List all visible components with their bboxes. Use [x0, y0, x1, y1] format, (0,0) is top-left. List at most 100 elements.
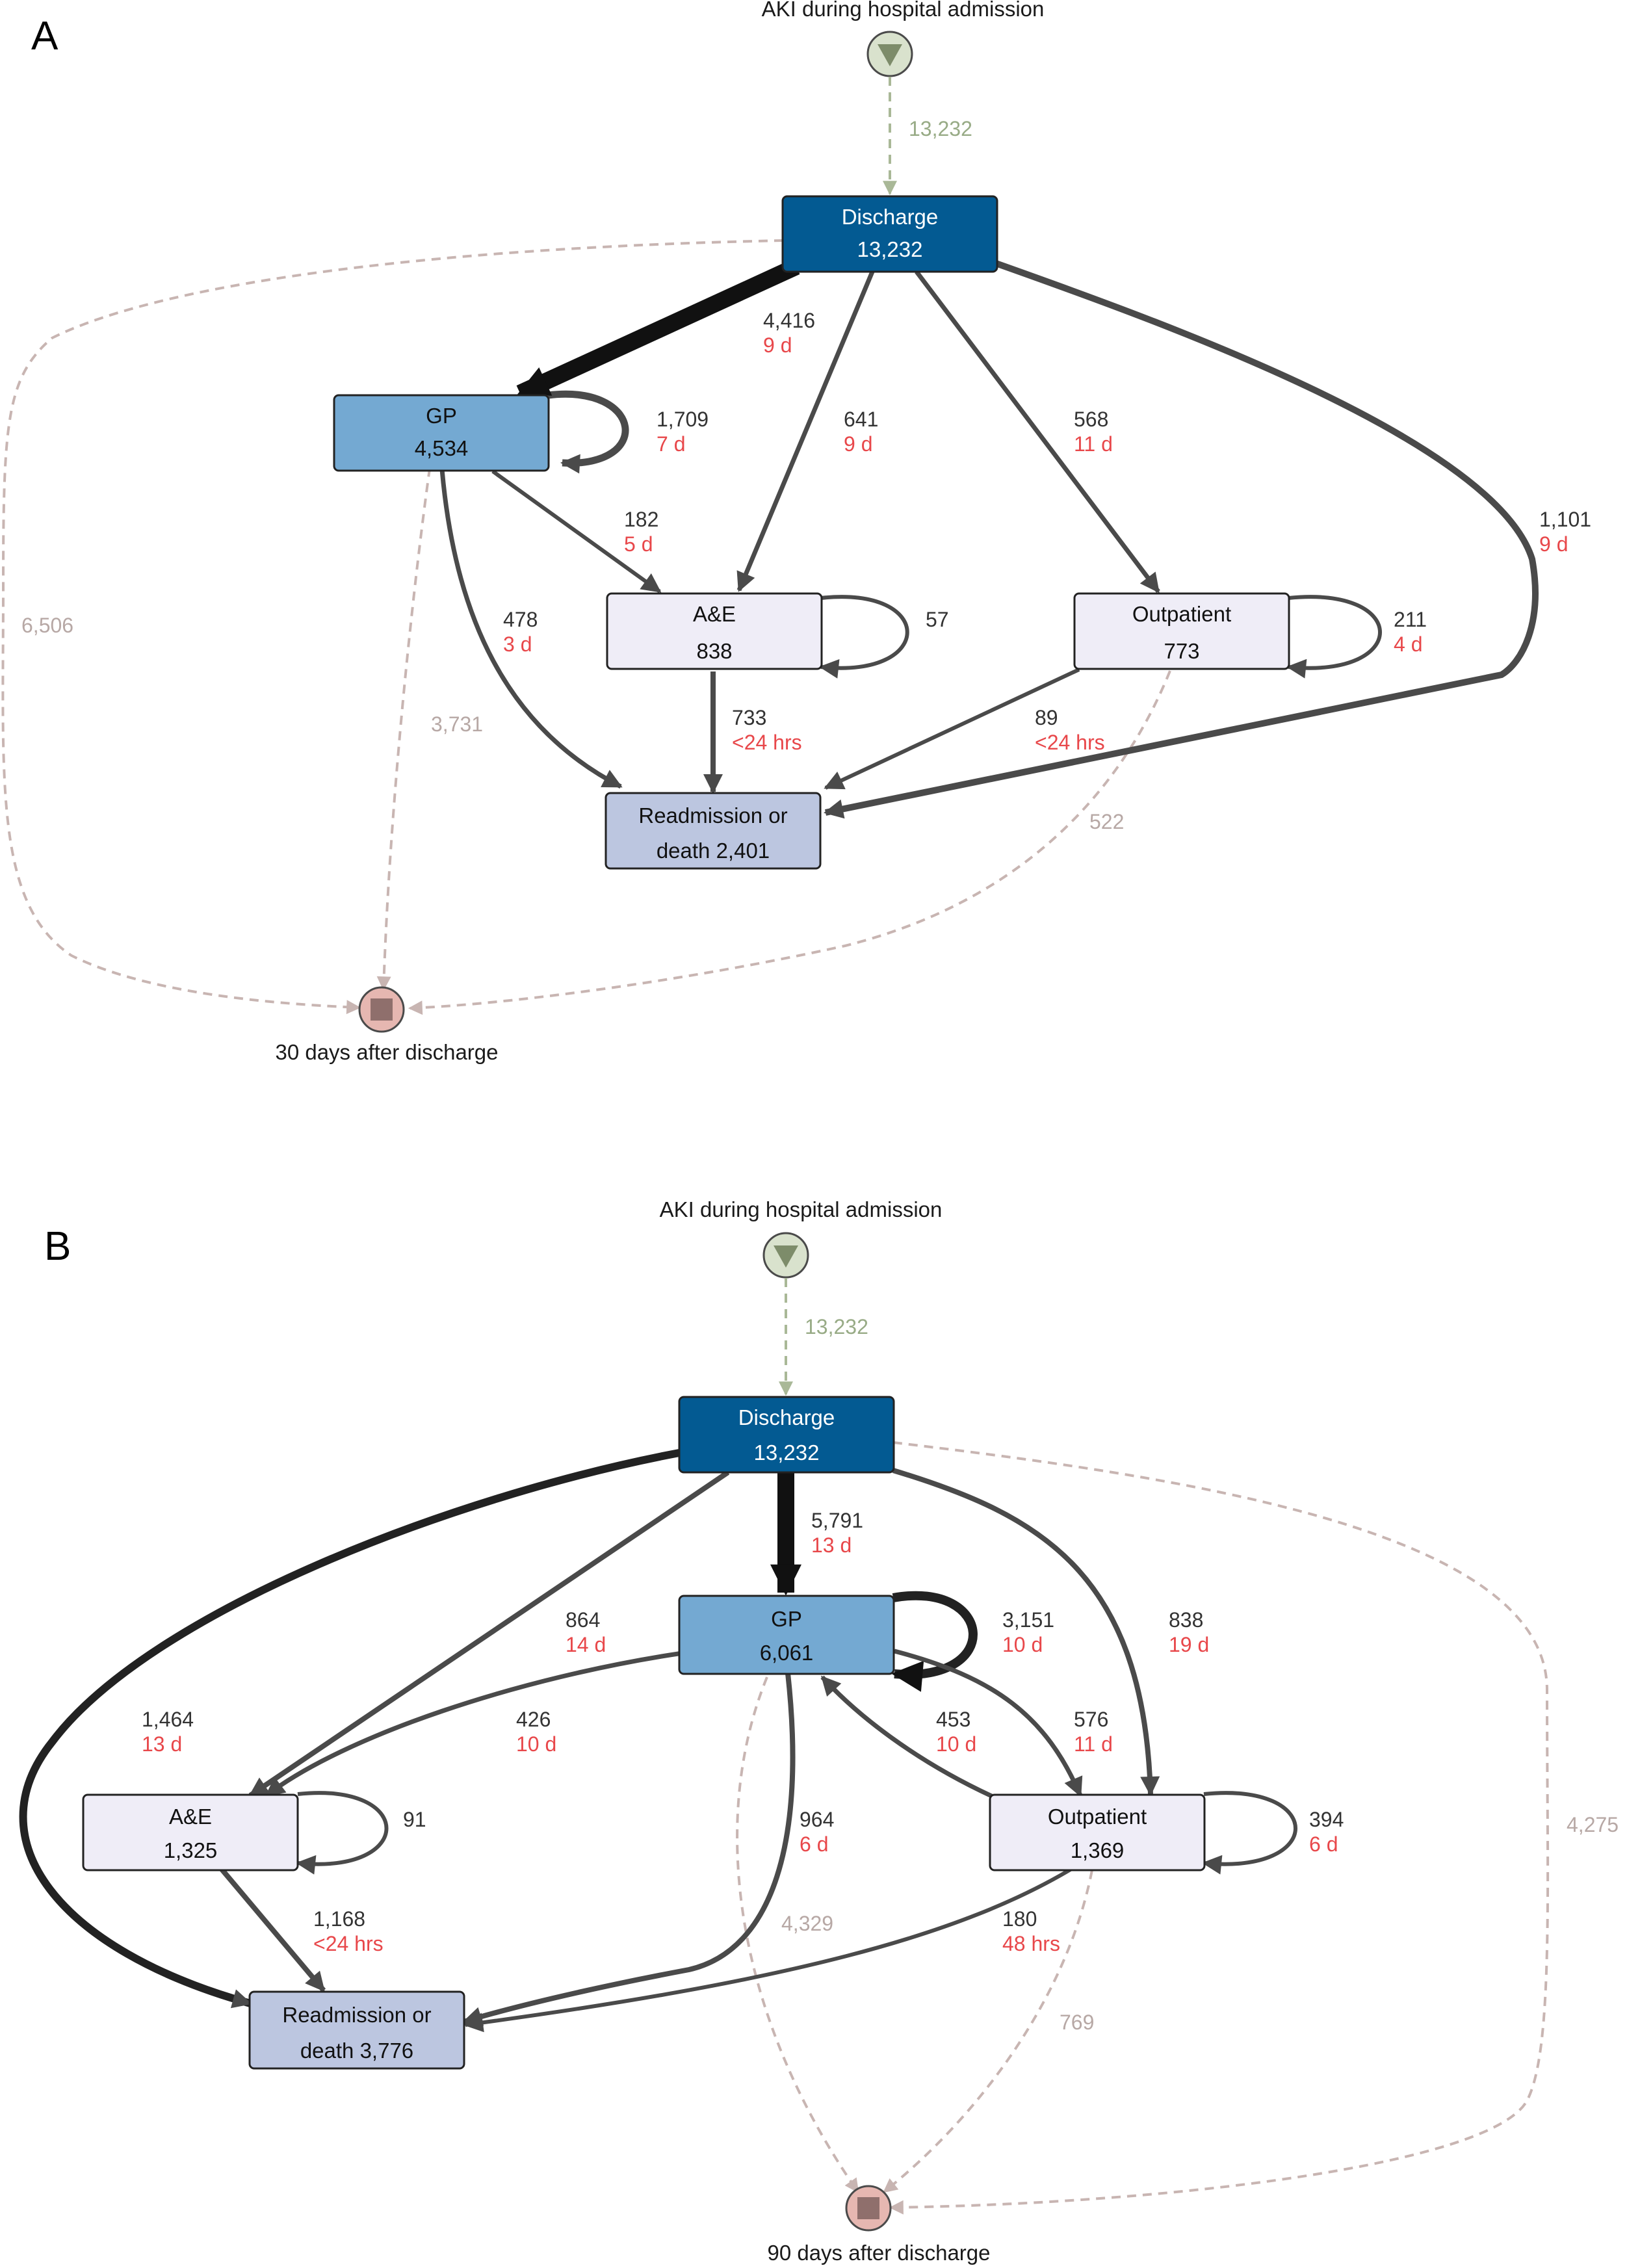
svg-text:1,325: 1,325: [164, 1838, 218, 1862]
svg-text:Outpatient: Outpatient: [1048, 1805, 1147, 1829]
svg-text:13,232: 13,232: [754, 1440, 820, 1465]
panel-a-edge-discharge-end: [1, 239, 784, 1015]
panel-a-edge-gp-ae: [491, 469, 662, 593]
panel-a: A AKI during hospital admission: [1, 0, 1591, 1064]
panel-b-label-gp-self-time: 10 d: [1002, 1633, 1043, 1656]
panel-b-node-discharge: Discharge 13,232: [678, 1396, 895, 1474]
panel-b-edge-gp-self: [891, 1591, 978, 1692]
panel-a-label-gp-self-count: 1,709: [657, 408, 709, 431]
panel-a-edge-outpatient-end: [408, 670, 1171, 1015]
panel-b-label-gp-outpatient-count: 576: [1074, 1708, 1108, 1731]
panel-b-label-discharge-outpatient-time: 19 d: [1169, 1633, 1209, 1656]
panel-b-label-discharge-outpatient-count: 838: [1169, 1608, 1203, 1632]
panel-b-label-ae-readmission-time: <24 hrs: [313, 1932, 384, 1955]
panel-b: B AKI during hospital admission: [19, 1197, 1619, 2265]
panel-b-end-caption: 90 days after discharge: [767, 2241, 990, 2265]
panel-b-end-icon: [845, 2185, 892, 2232]
panel-a-label-outpatient-self-count: 211: [1394, 608, 1427, 631]
panel-a-label-discharge-gp-count: 4,416: [763, 309, 815, 332]
svg-text:838: 838: [696, 639, 732, 663]
panel-b-label-outpatient-end-count: 769: [1060, 2011, 1094, 2034]
panel-a-label-ae-self-count: 57: [926, 608, 949, 631]
svg-text:GP: GP: [426, 404, 457, 428]
panel-a-label-outpatient-end-count: 522: [1089, 810, 1124, 833]
panel-a-label-discharge-gp-time: 9 d: [763, 333, 792, 357]
panel-b-edge-gp-outpatient: [894, 1649, 1083, 1797]
svg-text:6,061: 6,061: [760, 1641, 814, 1665]
panel-b-label-start-count: 13,232: [805, 1315, 868, 1338]
panel-b-label-discharge-gp-count: 5,791: [811, 1509, 863, 1532]
panel-b-label-gp-end-count: 4,329: [781, 1912, 833, 1935]
panel-b-edge-discharge-outpatient: [892, 1468, 1160, 1796]
svg-text:773: 773: [1164, 639, 1199, 663]
svg-text:Discharge: Discharge: [738, 1405, 835, 1429]
panel-a-edge-discharge-ae: [736, 270, 875, 592]
panel-a-label-gp-ae-count: 182: [624, 508, 658, 531]
panel-b-node-ae: A&E 1,325: [82, 1793, 299, 1871]
panel-b-label-outpatient-gp-count: 453: [936, 1708, 970, 1731]
panel-b-label-gp-ae-count: 426: [516, 1708, 551, 1731]
panel-a-edge-gp-end: [376, 436, 436, 991]
panel-a-end-icon: [358, 986, 405, 1033]
panel-b-label-discharge-readmission-time: 13 d: [142, 1732, 182, 1756]
svg-text:Readmission or: Readmission or: [282, 2003, 431, 2027]
svg-text:Discharge: Discharge: [842, 205, 939, 229]
panel-b-edge-ae-self: [296, 1791, 389, 1875]
panel-a-start-icon: [866, 31, 913, 77]
panel-a-edge-discharge-readmission: [824, 260, 1539, 819]
panel-a-label-discharge-end-count: 6,506: [21, 614, 73, 637]
panel-b-label-discharge-ae-count: 864: [566, 1608, 600, 1632]
panel-b-edge-outpatient-readmission: [463, 1862, 1080, 2033]
panel-b-edge-outpatient-gp: [820, 1675, 996, 1800]
panel-a-end-caption: 30 days after discharge: [275, 1040, 498, 1064]
panel-b-edge-discharge-readmission: [19, 1449, 681, 2009]
svg-text:death 2,401: death 2,401: [657, 839, 770, 863]
svg-text:A&E: A&E: [693, 602, 736, 626]
panel-a-label-start-count: 13,232: [909, 117, 972, 140]
panel-a-node-ae: A&E 838: [606, 592, 823, 670]
panel-b-label-outpatient-readmission-time: 48 hrs: [1002, 1932, 1060, 1955]
panel-a-label-outpatient-readmission-time: <24 hrs: [1035, 731, 1105, 754]
panel-a-edge-ae-self: [819, 595, 909, 679]
panel-b-label-gp-outpatient-time: 11 d: [1074, 1732, 1113, 1756]
panel-a-start-caption: AKI during hospital admission: [762, 0, 1045, 21]
panel-b-label-gp-readmission-count: 964: [800, 1808, 834, 1831]
svg-text:GP: GP: [771, 1607, 802, 1631]
panel-b-label-discharge-end-count: 4,275: [1567, 1813, 1619, 1836]
panel-b-edge-ae-readmission: [217, 1865, 326, 1992]
panel-a-label-outpatient-readmission-count: 89: [1035, 706, 1058, 729]
panel-a-label-discharge-outpatient-time: 11 d: [1074, 432, 1113, 456]
svg-text:Readmission or: Readmission or: [638, 803, 787, 828]
svg-text:Outpatient: Outpatient: [1132, 602, 1231, 626]
svg-text:A&E: A&E: [169, 1805, 212, 1829]
panel-a-node-gp: GP 4,534: [333, 394, 550, 472]
panel-b-label-discharge-gp-time: 13 d: [811, 1533, 852, 1557]
panel-a-node-discharge: Discharge 13,232: [781, 195, 998, 273]
panel-a-label-gp-self-time: 7 d: [657, 432, 685, 456]
panel-a-node-outpatient: Outpatient 773: [1073, 592, 1290, 670]
panel-b-label: B: [44, 1224, 71, 1269]
svg-text:13,232: 13,232: [857, 237, 923, 261]
panel-b-start-caption: AKI during hospital admission: [660, 1197, 943, 1221]
panel-a-label-gp-end-count: 3,731: [431, 712, 483, 736]
panel-a-label-discharge-ae-time: 9 d: [844, 432, 872, 456]
panel-a-node-readmission: Readmission or death 2,401: [605, 792, 822, 870]
panel-b-label-discharge-readmission-count: 1,464: [142, 1708, 194, 1731]
panel-a-label-outpatient-self-time: 4 d: [1394, 632, 1422, 656]
panel-a-label-discharge-readmission-time: 9 d: [1539, 532, 1568, 556]
panel-b-label-outpatient-gp-time: 10 d: [936, 1732, 976, 1756]
panel-b-start-icon: [762, 1232, 809, 1279]
panel-a-label: A: [31, 14, 59, 59]
panel-b-label-gp-self-count: 3,151: [1002, 1608, 1054, 1632]
panel-b-edge-gp-end: [736, 1676, 859, 2193]
panel-a-label-gp-readmission-time: 3 d: [503, 632, 532, 656]
panel-a-label-gp-ae-time: 5 d: [624, 532, 653, 556]
panel-b-label-ae-readmission-count: 1,168: [313, 1907, 365, 1931]
panel-b-label-outpatient-readmission-count: 180: [1002, 1907, 1037, 1931]
panel-a-label-discharge-ae-count: 641: [844, 408, 878, 431]
panel-b-edge-outpatient-self: [1202, 1791, 1297, 1875]
panel-a-edge-outpatient-self: [1286, 595, 1382, 679]
panel-a-label-discharge-outpatient-count: 568: [1074, 408, 1108, 431]
panel-a-label-discharge-readmission-count: 1,101: [1539, 508, 1591, 531]
